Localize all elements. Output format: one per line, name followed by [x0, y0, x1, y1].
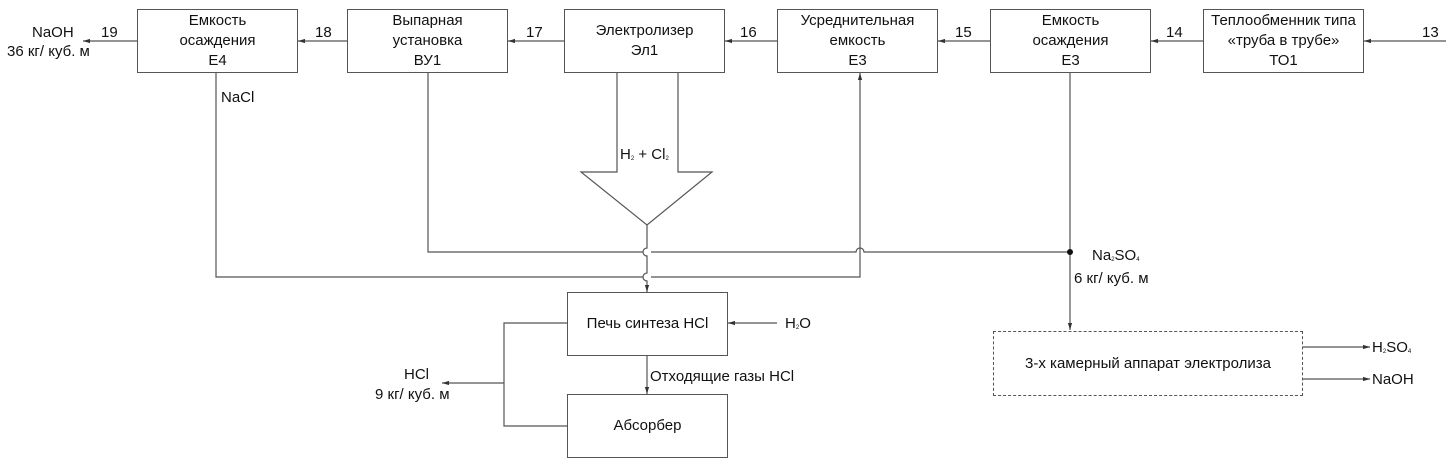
tank-e3-line3: Е3 [1061, 52, 1080, 69]
h2so4-subscript-2: 4 [1407, 349, 1412, 355]
heat-exchanger-line3: ТО1 [1269, 52, 1298, 69]
so-text: SO [1114, 247, 1137, 264]
electrolyzer-line2: Эл1 [630, 42, 659, 59]
o-text: O [799, 315, 811, 332]
cl2-text: + Cl [634, 146, 666, 163]
furnace-label: Печь синтеза HCl [586, 315, 709, 332]
stream-number-14: 14 [1166, 24, 1183, 41]
evaporator-line3: ВУ1 [413, 52, 442, 69]
so-subscript: 4 [1136, 257, 1140, 263]
tank-e3-line1: Емкость [1041, 12, 1100, 29]
stream-number-17: 17 [526, 24, 543, 41]
na2so4-label: Na2SO4 [1092, 247, 1140, 268]
three-chamber-label: 3-х камерный аппарат электролиза [1025, 354, 1271, 372]
nacl-label: NaCl [221, 89, 255, 106]
stream-number-13: 13 [1422, 24, 1439, 41]
evaporator-line1: Выпарная [392, 12, 463, 29]
evaporator-vu1[interactable]: Выпарная установка ВУ1 [347, 9, 508, 73]
stream-number-19: 19 [101, 24, 118, 41]
na-subscript: 2 [1111, 257, 1115, 263]
naoh-concentration: 36 кг/ куб. м [7, 43, 90, 60]
stream-number-15: 15 [955, 24, 972, 41]
averaging-tank-line2: емкость [829, 32, 886, 49]
na2so4-concentration: 6 кг/ куб. м [1074, 270, 1149, 287]
na-text: Na [1092, 247, 1112, 264]
h-text: H [785, 315, 796, 332]
tank-e3[interactable]: Емкость осаждения Е3 [990, 9, 1151, 73]
hcl-synthesis-furnace[interactable]: Печь синтеза HCl [567, 292, 728, 356]
h-text-2: H [1372, 339, 1383, 356]
hcl-output-label: HCl [404, 366, 429, 383]
h2-cl2-label: H2 + Cl2 [620, 146, 669, 167]
tank-e4[interactable]: Емкость осаждения Е4 [137, 9, 298, 73]
tank-e4-line1: Емкость [188, 12, 247, 29]
absorber-label: Абсорбер [613, 417, 682, 434]
tank-e3-line2: осаждения [1032, 32, 1109, 49]
hcl-concentration: 9 кг/ куб. м [375, 386, 450, 403]
gas-to-furnace-line [642, 225, 650, 292]
h2o-label: H2O [785, 315, 811, 336]
averaging-tank-line3: Е3 [848, 52, 867, 69]
junction-dot [1067, 249, 1073, 255]
offgas-label: Отходящие газы HCl [650, 368, 795, 385]
h2so4-subscript-1: 2 [1382, 349, 1387, 355]
evaporator-line2: установка [392, 32, 463, 49]
h2-text: H [620, 146, 631, 163]
vu1-return-line [427, 72, 1070, 253]
tank-e4-line2: осаждения [179, 32, 256, 49]
heat-exchanger-line2: «труба в трубе» [1227, 32, 1340, 49]
h2o-subscript: 2 [795, 325, 800, 331]
naoh-output-label: NaOH [32, 24, 74, 41]
heat-exchanger-to1[interactable]: Теплообменник типа «труба в трубе» ТО1 [1203, 9, 1364, 73]
averaging-tank-line1: Усреднительная [800, 12, 915, 29]
tank-e4-line3: Е4 [208, 52, 227, 69]
stream-number-18: 18 [315, 24, 332, 41]
nacl-line [215, 72, 860, 278]
hcl-loop-line [503, 322, 567, 427]
stream-number-16: 16 [740, 24, 757, 41]
electrolyzer-el1[interactable]: Электролизер Эл1 [564, 9, 725, 73]
naoh-output-label-2: NaOH [1372, 371, 1414, 388]
h2-subscript: 2 [630, 156, 635, 162]
absorber[interactable]: Абсорбер [567, 394, 728, 458]
three-chamber-electrolysis[interactable]: 3-х камерный аппарат электролиза [993, 331, 1303, 396]
cl2-subscript: 2 [665, 156, 669, 162]
electrolyzer-line1: Электролизер [595, 22, 694, 39]
so4-text: SO [1386, 339, 1408, 356]
h2so4-output-label: H2SO4 [1372, 339, 1411, 360]
heat-exchanger-line1: Теплообменник типа [1211, 12, 1356, 29]
averaging-tank-e3[interactable]: Усреднительная емкость Е3 [777, 9, 938, 73]
